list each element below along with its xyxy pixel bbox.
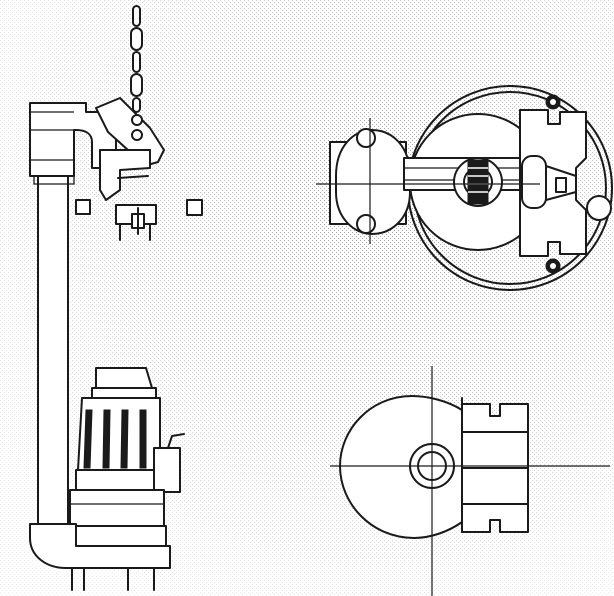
- top-plan-view: [316, 85, 613, 291]
- guide-bracket-plan: [519, 109, 587, 257]
- lifting-arm: [403, 157, 521, 207]
- lower-section-view: [330, 366, 610, 596]
- coupling-bracket: [95, 97, 165, 241]
- guide-pipe: [37, 171, 69, 525]
- side-elevation-view: [29, 5, 203, 591]
- guide-claw-section: [461, 403, 529, 533]
- section-centerlines: [330, 366, 610, 596]
- bolt-lug-right: [586, 195, 612, 221]
- pump-volute: [69, 489, 167, 547]
- pump-motor: [75, 367, 185, 493]
- guide-blocks: [75, 199, 203, 216]
- base-bend: [29, 523, 171, 591]
- plan-centerlines: [316, 118, 540, 244]
- lifting-chain: [130, 5, 143, 113]
